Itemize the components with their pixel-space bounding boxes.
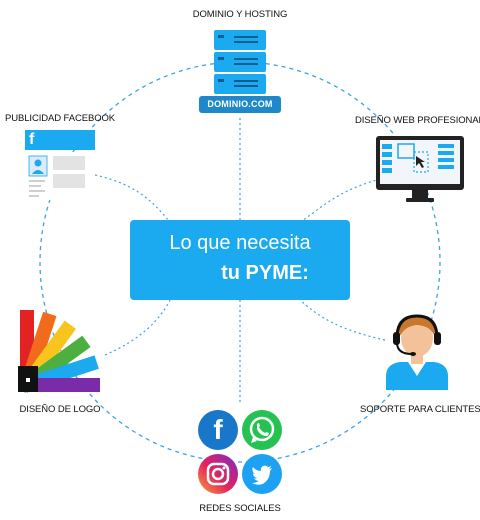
whatsapp-icon: [242, 410, 282, 450]
instagram-icon: [198, 454, 238, 494]
monitor-design-icon: [376, 136, 464, 202]
support-agent-icon: [386, 314, 448, 390]
spoke-logo: [104, 299, 171, 356]
spoke-facebook: [94, 174, 171, 223]
logo-design-label: DISEÑO DE LOGO: [19, 404, 101, 415]
server-icon: [214, 30, 266, 94]
facebook-f-glyph: f: [29, 131, 35, 148]
center-message-box: Lo que necesita tu PYME:: [130, 220, 350, 300]
facebook-icon: f: [198, 410, 238, 450]
facebook-ad-header: f: [25, 130, 95, 150]
twitter-icon: [242, 454, 282, 494]
spoke-support: [299, 299, 386, 341]
outer-ring: [39, 61, 441, 463]
center-title-line1: Lo que necesita: [169, 232, 311, 254]
facebook-ads-label: PUBLICIDAD FACEBOOK: [5, 113, 116, 124]
center-title-line2: tu PYME:: [221, 262, 309, 284]
domain-badge: DOMINIO.COM: [199, 96, 281, 113]
color-palette-icon: [18, 310, 100, 393]
web-design-label: DISEÑO WEB PROFESIONAL: [355, 115, 480, 126]
support-label: SOPORTE PARA CLIENTES: [360, 404, 480, 415]
hosting-label: DOMINIO Y HOSTING: [192, 9, 288, 20]
social-networks-label: REDES SOCIALES: [199, 503, 281, 514]
facebook-glyph: f: [213, 414, 223, 445]
facebook-ad-icon: [25, 152, 95, 200]
